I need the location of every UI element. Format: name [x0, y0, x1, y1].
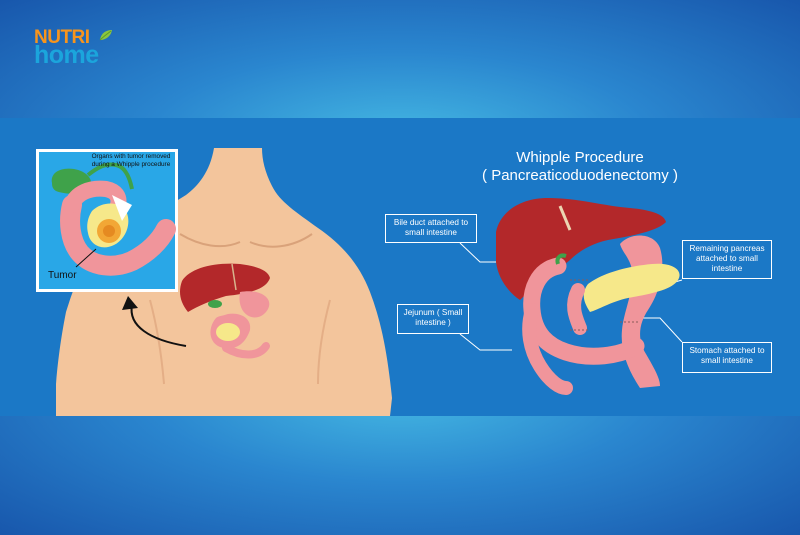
whipple-organs [496, 198, 680, 395]
background-bottom [0, 416, 800, 535]
body-organs [180, 263, 270, 359]
diagram-title: Whipple Procedure ( Pancreaticoduodenect… [460, 149, 700, 185]
logo-text-nutri: NUTRI [34, 27, 90, 48]
inset-caption: Organs with tumor removed during a Whipp… [91, 153, 171, 168]
curved-arrow [130, 304, 187, 347]
title-line-1: Whipple Procedure [516, 149, 644, 166]
label-stomach: Stomach attached to small intestine [682, 342, 772, 373]
tumor-label: Tumor [48, 270, 77, 281]
background-top [0, 0, 800, 118]
label-bile-duct: Bile duct attached to small intestine [385, 214, 477, 243]
leaf-icon [99, 30, 112, 41]
logo-text-home: home [34, 41, 99, 69]
inset-illustration [51, 162, 176, 276]
label-remaining-pancreas: Remaining pancreas attached to small int… [682, 240, 772, 279]
title-line-2: ( Pancreaticoduodenectomy ) [482, 167, 678, 184]
label-jejunum: Jejunum ( Small intestine ) [397, 304, 469, 334]
anatomy-scene [56, 148, 683, 416]
arrow-head-icon [122, 296, 138, 310]
